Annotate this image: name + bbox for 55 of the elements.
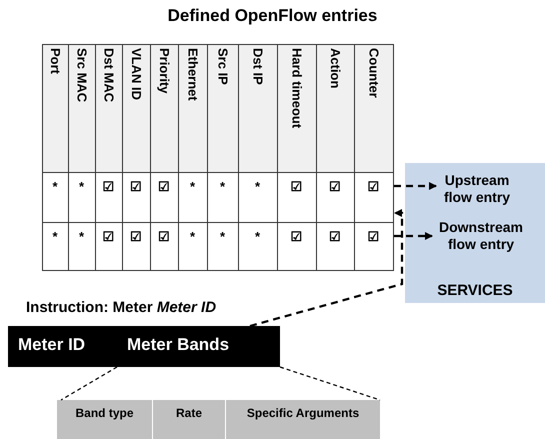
- entry-value: ☑: [368, 178, 380, 194]
- entry-value: ☑: [158, 178, 170, 194]
- column-header: VLAN ID: [129, 48, 144, 100]
- flow-entry-row: [42, 222, 394, 271]
- panel-title: SERVICES: [436, 282, 514, 299]
- flow-entry-row: [42, 172, 394, 223]
- dashed-arrow: [394, 182, 437, 190]
- column-header: Src IP: [216, 48, 230, 85]
- entry-value: *: [78, 178, 84, 194]
- field-name: Meter ID: [18, 335, 86, 355]
- column-header: Action: [328, 48, 343, 88]
- entry-value: *: [220, 178, 226, 194]
- column-header: Dst IP: [250, 48, 266, 85]
- dashed-line: [60, 366, 118, 401]
- entry-value: *: [190, 228, 196, 244]
- diagram-title: Defined OpenFlow entries: [166, 6, 378, 26]
- column-header: Dst MAC: [102, 48, 116, 102]
- entry-text: Downstream flow entry: [438, 219, 524, 253]
- entry-value: ☑: [130, 228, 142, 244]
- dashed-line: [280, 366, 380, 401]
- entry-value: ☑: [329, 228, 341, 244]
- entry-value: ☑: [368, 228, 380, 244]
- column-header: Hard timeout: [290, 48, 304, 128]
- services-panel: [405, 163, 545, 303]
- entry-value: *: [254, 178, 260, 194]
- entry-value: ☑: [158, 228, 170, 244]
- entry-value: ☑: [290, 228, 302, 244]
- field-name: Rate: [174, 406, 203, 420]
- entry-value: ☑: [130, 178, 142, 194]
- entry-value: *: [190, 178, 196, 194]
- field-name: Specific Arguments: [246, 406, 360, 420]
- entry-value: ☑: [290, 178, 302, 194]
- column-header: Port: [48, 48, 63, 74]
- column-header: Priority: [157, 48, 172, 94]
- entry-value: ☑: [102, 178, 114, 194]
- band-field-block: [226, 400, 380, 439]
- column-header: Src MAC: [74, 48, 90, 102]
- dashed-arrow: [250, 209, 404, 328]
- column-header: Ethernet: [186, 48, 200, 101]
- dashed-arrow: [394, 232, 433, 240]
- band-field-block: [153, 400, 225, 439]
- entry-value: ☑: [329, 178, 341, 194]
- entry-value: *: [220, 228, 226, 244]
- entry-value: *: [254, 228, 260, 244]
- meter-field-bar: [8, 326, 117, 367]
- entry-value: ☑: [102, 228, 114, 244]
- entry-value: *: [52, 228, 58, 244]
- column-header: Counter: [366, 48, 382, 98]
- meter-field-bar: [117, 326, 280, 367]
- entry-value: *: [52, 178, 58, 194]
- field-name: Meter Bands: [127, 335, 230, 355]
- band-field-block: [57, 400, 152, 439]
- entry-text: Upstream flow entry: [442, 172, 512, 206]
- entry-value: *: [78, 228, 84, 244]
- field-name: Band type: [74, 406, 134, 420]
